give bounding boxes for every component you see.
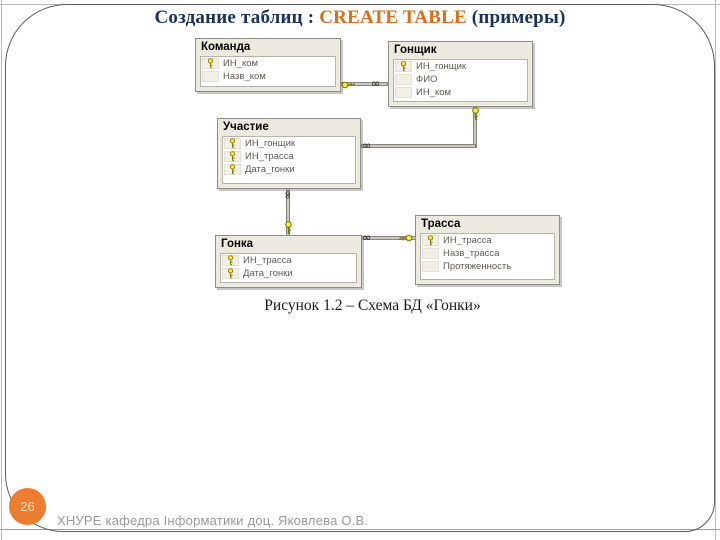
field-row: ИН_ком xyxy=(201,57,335,70)
row-selector xyxy=(422,235,439,246)
primary-key-icon xyxy=(427,235,434,246)
primary-key-icon xyxy=(227,255,234,266)
field-row: ФИО xyxy=(394,73,527,86)
field-name: Протяженность xyxy=(443,261,512,272)
primary-key-icon xyxy=(229,138,236,149)
field-name: Дата_гонки xyxy=(245,164,295,175)
row-selector xyxy=(222,268,239,279)
row-selector xyxy=(202,58,219,69)
row-selector xyxy=(395,74,412,85)
frame-right-line xyxy=(715,0,716,540)
entity-field-grid: ИН_трасса Дата_гонки xyxy=(220,253,357,283)
entity-table-uchastie: Участие ИН_гонщик ИН_трасса Дата_гонки xyxy=(217,118,361,189)
infinity-many-icon: ∞ xyxy=(371,77,381,90)
infinity-many-icon: ∞ xyxy=(281,190,295,200)
relation-line-gonshik-uchastie-horizontal xyxy=(361,144,476,148)
title-part-sql-keyword: CREATE TABLE xyxy=(319,7,467,28)
primary-key-icon xyxy=(400,61,407,72)
field-row: Протяженность xyxy=(421,260,554,273)
row-selector xyxy=(202,71,219,82)
row-selector xyxy=(395,61,412,72)
field-row: Дата_гонки xyxy=(223,163,355,176)
relation-key-icon xyxy=(472,107,479,121)
relation-key-icon xyxy=(341,81,355,89)
field-name: ИН_гонщик xyxy=(416,61,467,72)
entity-title: Гонка xyxy=(221,238,254,250)
field-row: Назв_трасса xyxy=(421,247,554,260)
relation-key-icon xyxy=(285,221,292,235)
field-row: ИН_ком xyxy=(394,86,527,99)
field-row: ИН_гонщик xyxy=(394,60,527,73)
row-selector xyxy=(395,87,412,98)
row-selector xyxy=(224,138,241,149)
row-selector xyxy=(422,261,439,272)
entity-title: Команда xyxy=(201,41,251,53)
row-selector xyxy=(224,151,241,162)
field-name: ИН_трасса xyxy=(245,151,294,162)
field-row: ИН_трасса xyxy=(221,254,356,267)
footer-text: ХНУРЕ кафедра Інформатики доц. Яковлева … xyxy=(57,513,369,528)
entity-title: Трасса xyxy=(421,218,461,230)
field-name: ИН_трасса xyxy=(443,235,492,246)
field-name: ИН_ком xyxy=(223,58,259,69)
entity-title: Участие xyxy=(223,121,269,133)
entity-table-trassa: Трасса ИН_трасса Назв_трасса Протяженнос… xyxy=(415,215,560,285)
entity-table-gonka: Гонка ИН_трасса Дата_гонки xyxy=(215,235,362,288)
entity-field-grid: ИН_трасса Назв_трасса Протяженность xyxy=(420,233,555,280)
entity-table-komanda: Команда ИН_ком Назв_ком xyxy=(195,38,341,92)
slide-title: Создание таблиц : CREATE TABLE (примеры) xyxy=(0,7,720,29)
field-name: ИН_трасса xyxy=(243,255,292,266)
entity-field-grid: ИН_гонщик ИН_трасса Дата_гонки xyxy=(222,136,356,184)
field-name: ИН_гонщик xyxy=(245,138,296,149)
field-row: Назв_ком xyxy=(201,70,335,83)
field-name: Назв_трасса xyxy=(443,248,500,259)
row-selector xyxy=(222,255,239,266)
infinity-many-icon: ∞ xyxy=(362,231,372,244)
relation-line-komanda-gonshik xyxy=(341,82,388,86)
page-number-badge: 26 xyxy=(9,488,46,525)
entity-field-grid: ИН_ком Назв_ком xyxy=(200,56,336,87)
field-name: ФИО xyxy=(416,74,438,85)
relation-key-icon xyxy=(399,234,413,242)
title-part-examples: (примеры) xyxy=(466,7,566,28)
entity-field-grid: ИН_гонщик ФИО ИН_ком xyxy=(393,59,528,102)
field-row: ИН_трасса xyxy=(421,234,554,247)
field-name: Назв_ком xyxy=(223,71,266,82)
field-name: Дата_гонки xyxy=(243,268,293,279)
slide-border-frame xyxy=(5,4,715,532)
row-selector xyxy=(422,248,439,259)
frame-bottom-line xyxy=(0,529,720,530)
page-number: 26 xyxy=(20,499,35,514)
primary-key-icon xyxy=(207,58,214,69)
field-row: Дата_гонки xyxy=(221,267,356,280)
entity-table-gonshik: Гонщик ИН_гонщик ФИО ИН_ком xyxy=(388,41,533,107)
primary-key-icon xyxy=(227,268,234,279)
entity-title: Гонщик xyxy=(394,44,437,56)
frame-left-line xyxy=(1,0,2,540)
primary-key-icon xyxy=(229,164,236,175)
field-row: ИН_гонщик xyxy=(223,137,355,150)
figure-caption: Рисунок 1.2 – Схема БД «Гонки» xyxy=(264,297,481,314)
title-part-russian: Создание таблиц : xyxy=(154,7,320,28)
primary-key-icon xyxy=(229,151,236,162)
infinity-many-icon: ∞ xyxy=(362,139,372,152)
row-selector xyxy=(224,164,241,175)
field-name: ИН_ком xyxy=(416,87,452,98)
field-row: ИН_трасса xyxy=(223,150,355,163)
